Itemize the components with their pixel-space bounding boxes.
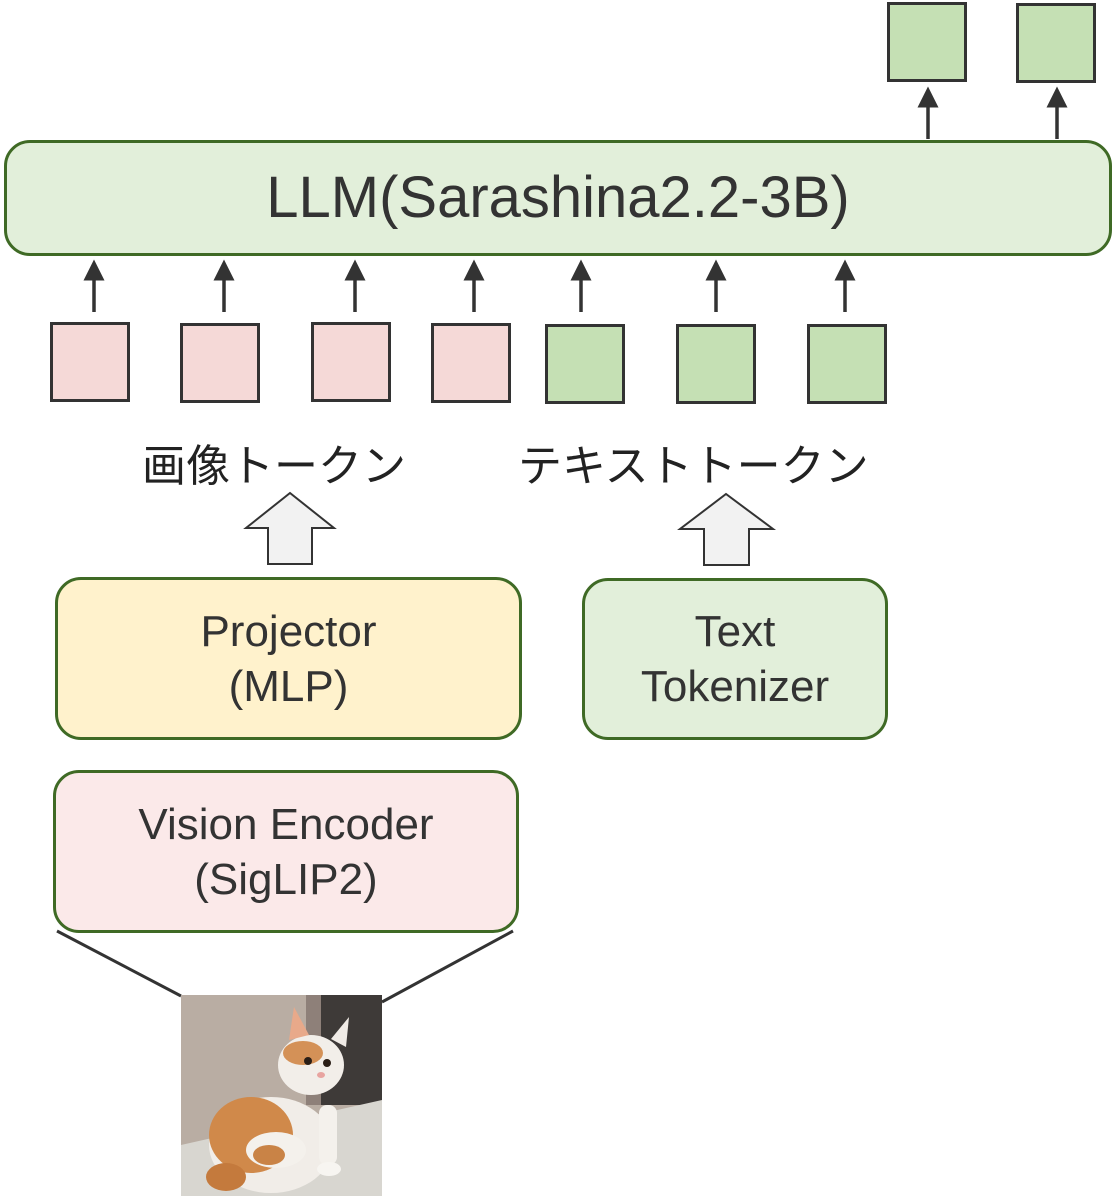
output-token-1 [887, 2, 967, 82]
image-token-4 [431, 323, 511, 403]
input-image [181, 995, 382, 1196]
text-tokens-label: テキストトークン [518, 441, 869, 492]
text-tokenizer-label-1: Text [694, 607, 776, 656]
image-token-1 [50, 322, 130, 402]
projector-label: Projector [200, 606, 377, 656]
vision-encoder-sublabel: (SigLIP2) [194, 854, 378, 904]
vision-encoder-label: Vision Encoder [138, 799, 434, 849]
cat-photo-icon [181, 995, 382, 1196]
image-tokens-label: 画像トークン [142, 441, 406, 492]
text-token-1 [545, 324, 625, 404]
block-arrow-projector [243, 491, 337, 565]
text-token-2 [676, 324, 756, 404]
block-arrow-tokenizer [677, 492, 777, 566]
connector-line-right [381, 929, 514, 1004]
connector-line-left [56, 929, 182, 998]
output-token-2 [1016, 3, 1096, 83]
projector-sublabel: (MLP) [228, 661, 349, 711]
text-tokenizer-box: Text Tokenizer [582, 578, 888, 740]
llm-label: LLM(Sarashina2.2-3B) [266, 164, 850, 230]
projector-box: Projector (MLP) [55, 577, 522, 740]
text-token-3 [807, 324, 887, 404]
text-tokenizer-label-2: Tokenizer [640, 662, 830, 711]
image-token-3 [311, 322, 391, 402]
image-token-2 [180, 323, 260, 403]
llm-box: LLM(Sarashina2.2-3B) [4, 140, 1112, 256]
vision-encoder-box: Vision Encoder (SigLIP2) [53, 770, 519, 933]
